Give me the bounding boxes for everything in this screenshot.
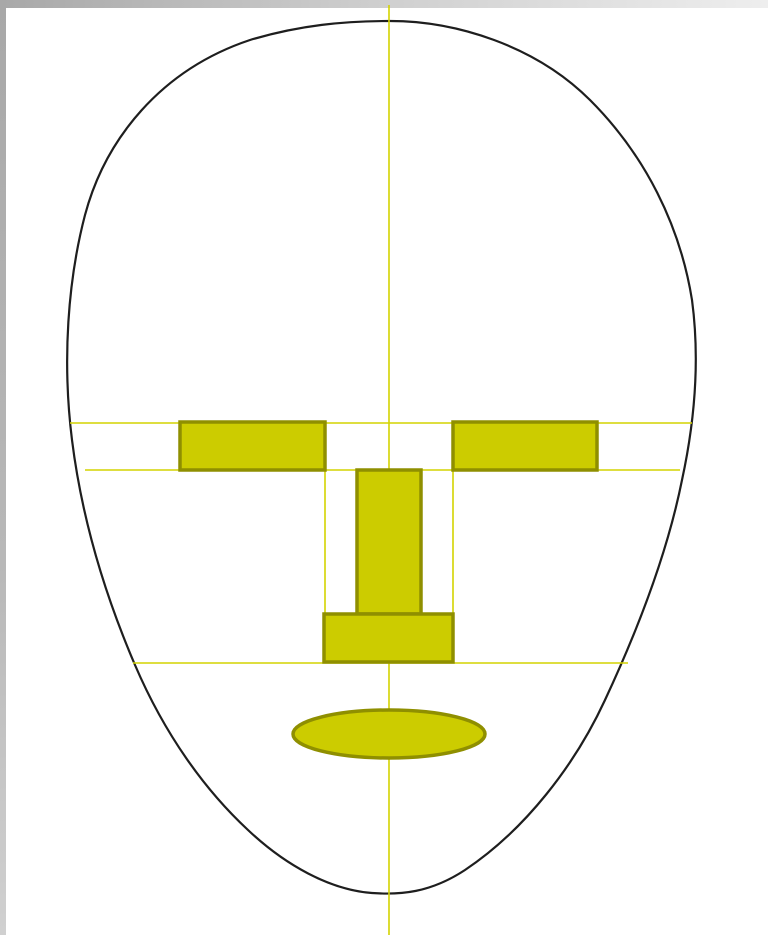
left-eye: [180, 422, 325, 470]
nose-bridge: [357, 470, 421, 614]
mouth: [293, 710, 485, 758]
right-eye: [453, 422, 597, 470]
nose-base: [324, 614, 453, 662]
face-outline: [67, 21, 696, 894]
